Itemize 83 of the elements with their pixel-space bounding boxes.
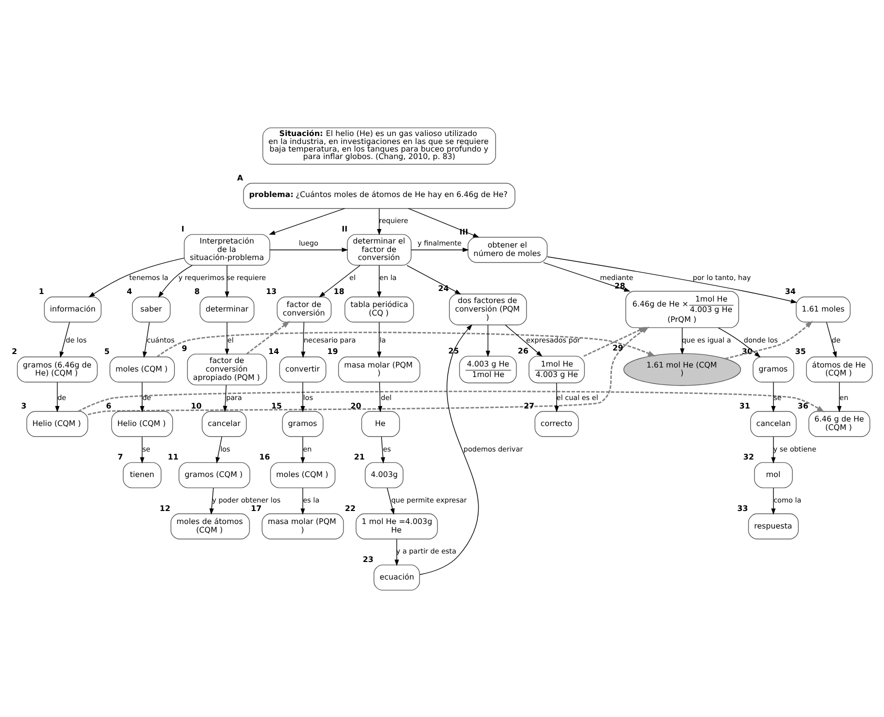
edge-label: y finalmente [418, 238, 462, 248]
edge-label: de los [66, 334, 87, 344]
arrow [546, 256, 798, 303]
edge-label: para [226, 392, 242, 402]
edge-label: la [380, 334, 386, 344]
edge-label: en la [379, 272, 397, 282]
edge-label: en [302, 444, 312, 453]
edge-label: y se obtiene [773, 444, 816, 453]
edge-label: y requerimos [178, 272, 225, 282]
edge-label: se [774, 392, 782, 402]
edge-label: se [142, 444, 150, 453]
arrow [209, 487, 214, 514]
arrow [419, 324, 479, 574]
arrow [394, 538, 399, 566]
edge-label: luego [298, 238, 318, 248]
edge-label: por lo tanto, hay [692, 272, 751, 282]
edge-label: podemos derivar [464, 444, 523, 453]
arrow [300, 436, 305, 464]
arrow [771, 381, 776, 412]
arrow [554, 382, 559, 412]
arrow [380, 436, 386, 464]
arrow [222, 384, 228, 412]
arrow [771, 436, 776, 464]
edge-label: de [142, 392, 152, 402]
edge-label: el [349, 272, 356, 282]
edge-label: el cual es el [556, 392, 598, 402]
arrow [60, 321, 70, 358]
arrow [837, 381, 842, 412]
edge-label: donde los [744, 334, 778, 344]
arrow [78, 390, 825, 412]
edge-label: necesario para [304, 334, 356, 344]
arrow [486, 324, 490, 357]
edge-label: requiere [379, 216, 408, 225]
arrow [378, 381, 382, 412]
edge-label: los [220, 444, 230, 453]
arrow [318, 264, 360, 297]
edge-label: en [840, 392, 848, 402]
arrow [224, 264, 230, 298]
edge-label: de [57, 392, 66, 402]
arrow [406, 264, 462, 294]
arrow [300, 381, 305, 412]
arrow [246, 320, 290, 354]
arrow [142, 321, 150, 358]
arrow [156, 331, 656, 357]
edge-label: mediante [600, 272, 634, 282]
edge-label: es [382, 444, 391, 453]
arrow [55, 381, 60, 412]
edge-label: como la [774, 495, 802, 504]
arrow [300, 487, 305, 514]
arrow [408, 208, 480, 238]
arrow [140, 381, 144, 412]
arrow [269, 247, 348, 252]
edge-label: el [227, 334, 234, 344]
arrow [300, 321, 306, 358]
arrow [771, 487, 776, 514]
arrow [216, 436, 222, 464]
edge-label: tenemos la [129, 272, 168, 282]
arrow [377, 208, 382, 235]
edge-label: que permite expresar [391, 495, 467, 504]
arrow [268, 208, 346, 234]
edge-label: de [832, 334, 841, 344]
edge-label: del [380, 392, 392, 402]
arrow [826, 321, 837, 358]
arrow [377, 264, 382, 298]
arrow [725, 320, 813, 359]
edge-label: que es igual a [682, 334, 732, 344]
edge-label: cuántos [146, 334, 175, 344]
arrow [377, 321, 382, 358]
edge-label: es la [302, 495, 320, 504]
arrow [88, 257, 184, 297]
arrow [583, 326, 646, 356]
arrow [680, 326, 684, 354]
edge-label: expresados por [526, 334, 580, 344]
arrow [386, 487, 395, 514]
arrow [718, 326, 761, 358]
edge-label: los [303, 392, 313, 402]
arrow [410, 247, 469, 252]
arrow [504, 324, 542, 356]
edge-label: y poder obtener los [212, 495, 281, 504]
arrow [543, 262, 630, 292]
arrow [140, 436, 144, 464]
arrow [224, 321, 230, 355]
arrow [158, 264, 193, 298]
